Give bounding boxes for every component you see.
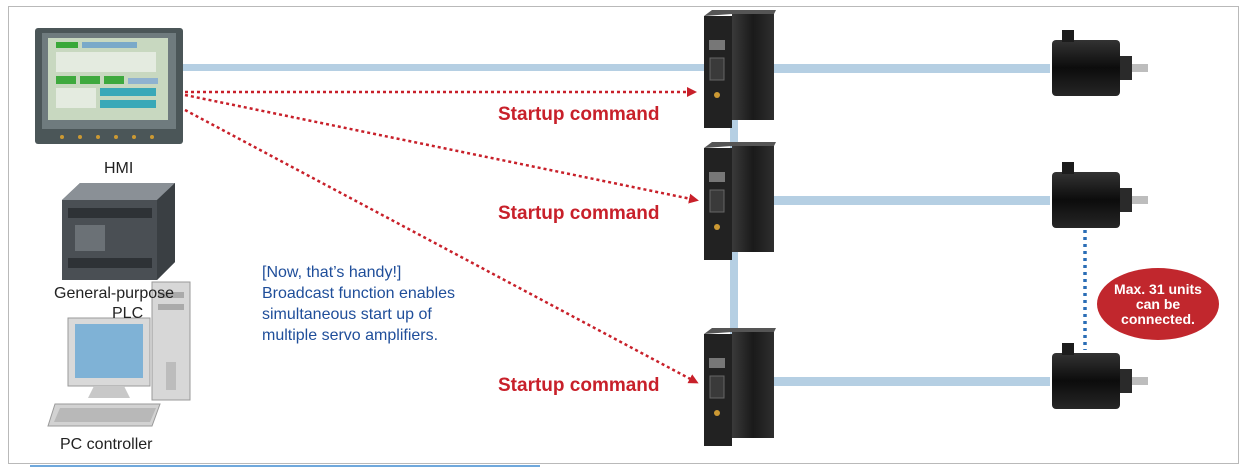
badge-line-2: can be <box>1135 295 1181 312</box>
pc-device <box>47 281 191 427</box>
footer-rule <box>30 465 540 467</box>
startup-command-middle: Startup command <box>498 203 660 224</box>
startup-command-bottom: Startup command <box>498 375 660 396</box>
note-line-2: Broadcast function enables <box>262 285 456 302</box>
hmi-device <box>35 28 183 144</box>
motor-cable-1 <box>760 64 1050 73</box>
badge-line-3: connected. <box>1121 310 1195 327</box>
command-arrows <box>184 87 699 384</box>
note-line-4: multiple servo amplifiers. <box>262 327 439 344</box>
motor-cable-2 <box>760 196 1050 205</box>
plc-device <box>62 183 175 280</box>
startup-command-top: Startup command <box>498 104 660 125</box>
plc-label-line1: General-purpose <box>54 285 175 302</box>
max-units-badge: Max. 31 units can be connected. <box>1097 268 1219 340</box>
servo-amplifier-1 <box>704 10 776 128</box>
servo-motor-2 <box>1052 162 1148 228</box>
servo-amplifier-3 <box>704 328 776 446</box>
pc-label: PC controller <box>60 436 153 453</box>
command-arrow-middle <box>184 93 699 204</box>
hmi-cable <box>170 64 710 71</box>
servo-motor-1 <box>1052 30 1148 96</box>
broadcast-note: [Now, that’s handy!] Broadcast function … <box>262 262 455 346</box>
badge-line-1: Max. 31 units <box>1114 280 1202 297</box>
servo-amplifier-2 <box>704 142 776 260</box>
motor-cable-3 <box>760 377 1050 386</box>
command-arrow-bottom <box>184 108 699 384</box>
note-line-3: simultaneous start up of <box>262 306 432 323</box>
plc-label-line2: PLC <box>112 305 144 322</box>
servo-motor-3 <box>1052 343 1148 409</box>
hmi-label: HMI <box>104 160 134 177</box>
diagram-frame <box>8 6 1239 464</box>
note-line-1: [Now, that’s handy!] <box>262 264 402 281</box>
